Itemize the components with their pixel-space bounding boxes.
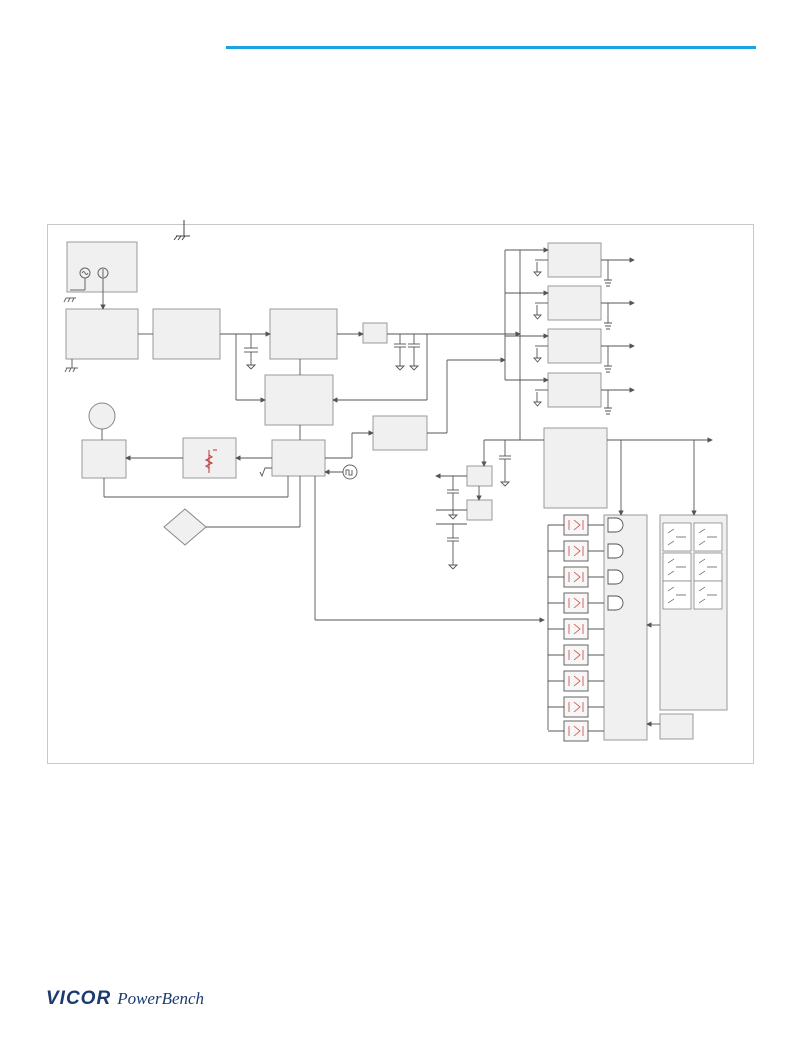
- controller-block: [264, 374, 334, 426]
- pol-block-3: [547, 328, 602, 364]
- pol-block-1: [547, 242, 602, 278]
- logo-brand: VICOR: [46, 988, 112, 1009]
- output-block: [81, 439, 127, 479]
- ldo-block-2: [466, 499, 493, 521]
- ac-source-icon: [63, 267, 109, 303]
- header-accent-rule: [226, 46, 756, 49]
- ac-source-block: [66, 241, 138, 293]
- circle-node-icon: [88, 402, 116, 430]
- io-bus-block: [603, 514, 648, 741]
- pol-block-2: [547, 285, 602, 321]
- diagram-frame: [47, 224, 754, 764]
- small-filter-block: [362, 322, 388, 344]
- input-ground-icon: [64, 359, 78, 373]
- aux-block: [659, 713, 694, 740]
- vicor-powerbench-logo: VICOR PowerBench: [46, 988, 204, 1012]
- pol-block-4: [547, 372, 602, 408]
- optocoupler-switch-icon: [548, 514, 604, 742]
- sense-resistor-icon: [204, 449, 217, 473]
- ldo-block-1: [466, 465, 493, 487]
- logo-product: PowerBench: [117, 989, 205, 1008]
- driver-block: [372, 415, 428, 451]
- mcu-block: [271, 439, 326, 477]
- converter-block: [269, 308, 338, 360]
- ground-icon: [245, 262, 612, 570]
- decision-diamond-icon: [163, 508, 207, 546]
- pulse-source-icon: [342, 464, 358, 480]
- filter-block: [152, 308, 221, 360]
- and-gate-icon: [607, 517, 624, 611]
- fpga-block: [543, 427, 608, 509]
- top-ground-icon: [173, 220, 190, 241]
- input-block: [65, 308, 139, 360]
